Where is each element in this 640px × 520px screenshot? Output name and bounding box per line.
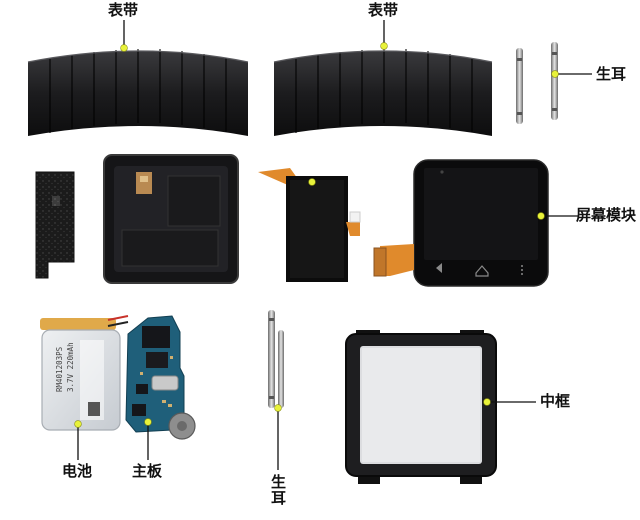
label-pin-bottom: 生耳: [269, 474, 287, 506]
marker-dot-display: [308, 178, 316, 186]
label-battery: 电池: [62, 462, 93, 480]
label-strap-left: 表带: [108, 1, 139, 19]
middle-frame: [345, 330, 497, 484]
marker-dot-pin-bottom: [274, 404, 282, 412]
label-middle-frame: 中框: [540, 392, 571, 410]
label-screen-module: 屏幕模块: [576, 206, 637, 224]
marker-dot-middle-frame: [483, 398, 491, 406]
strap-right: [273, 49, 493, 136]
display-panel: [258, 168, 361, 282]
spring-pins-top: [516, 42, 558, 124]
battery: [40, 315, 129, 431]
battery-print: RM401203PS 3.7V 220mAh: [55, 342, 75, 392]
marker-dot-pin-top: [551, 70, 559, 78]
battery-print-line1: RM401203PS: [55, 346, 64, 392]
strap-left: [27, 49, 249, 136]
label-strap-right: 表带: [368, 1, 399, 19]
back-case: [103, 154, 239, 284]
marker-dot-battery: [74, 420, 82, 428]
label-pin-top: 生耳: [596, 65, 627, 83]
marker-dot-mainboard: [144, 418, 152, 426]
foam-gasket: [35, 171, 75, 279]
leader-lines: [77, 20, 592, 470]
battery-print-line2: 3.7V 220mAh: [66, 342, 75, 392]
marker-dot-screen-module: [537, 212, 545, 220]
marker-dot-strap-left: [120, 44, 128, 52]
screen-module: [373, 159, 549, 287]
marker-dot-strap-right: [380, 42, 388, 50]
spring-pin-bottom: [268, 310, 284, 408]
label-mainboard: 主板: [132, 462, 163, 480]
mainboard: [125, 315, 196, 440]
